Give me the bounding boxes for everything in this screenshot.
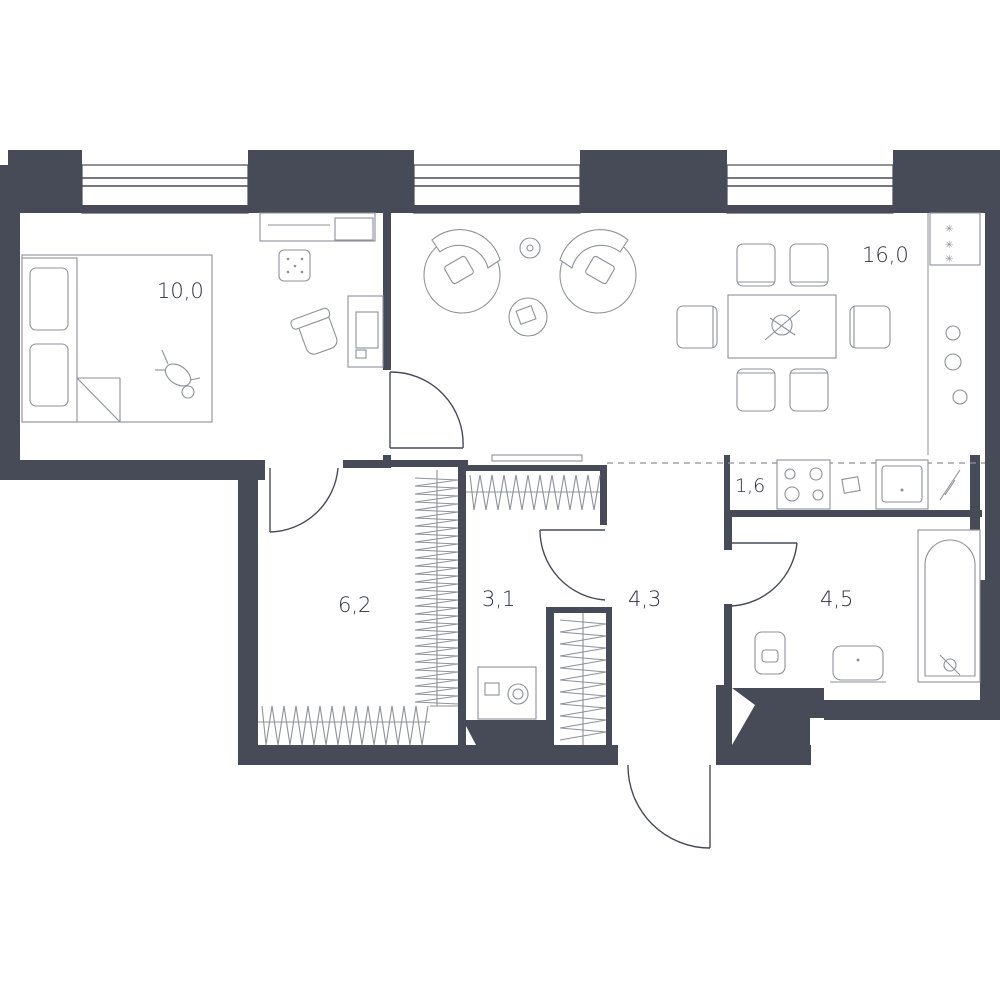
- dining-table-icon: [676, 243, 891, 412]
- room-area-bedroom: 10,0: [157, 279, 204, 303]
- wardrobe-icon: [258, 470, 607, 746]
- room-area-living-kitchen: 16,0: [862, 243, 909, 267]
- area-labels: 10,0 16,0 1,6 6,2 3,1 4,3 4,5: [157, 243, 909, 617]
- cooktop-icon: [776, 459, 861, 510]
- svg-text:✳: ✳: [945, 254, 953, 265]
- room-area-hallway: 4,3: [628, 587, 661, 611]
- dog-icon: [155, 349, 201, 399]
- desk-icon: [259, 212, 384, 368]
- room-area-walk-in-closet: 6,2: [338, 593, 371, 617]
- bed-icon: [21, 254, 213, 423]
- sofa-chair-icon: [423, 229, 637, 337]
- bath-sink-icon: [830, 645, 886, 683]
- svg-text:✳: ✳: [945, 240, 953, 251]
- walls: [0, 150, 1000, 765]
- bathtub-icon: [917, 529, 981, 683]
- door-swing-icon: [269, 371, 798, 849]
- tv-icon: [491, 454, 583, 462]
- room-area-bathroom: 4,5: [820, 587, 853, 611]
- sink-icon: [875, 459, 961, 510]
- kitchen-column: ✳ ✳ ✳: [929, 212, 981, 405]
- svg-text:✳: ✳: [945, 224, 953, 235]
- room-area-kitchen-nook: 1,6: [735, 475, 765, 497]
- toilet-icon: [754, 631, 786, 675]
- washing-machine-icon: [477, 666, 537, 720]
- room-area-laundry: 3,1: [482, 587, 515, 611]
